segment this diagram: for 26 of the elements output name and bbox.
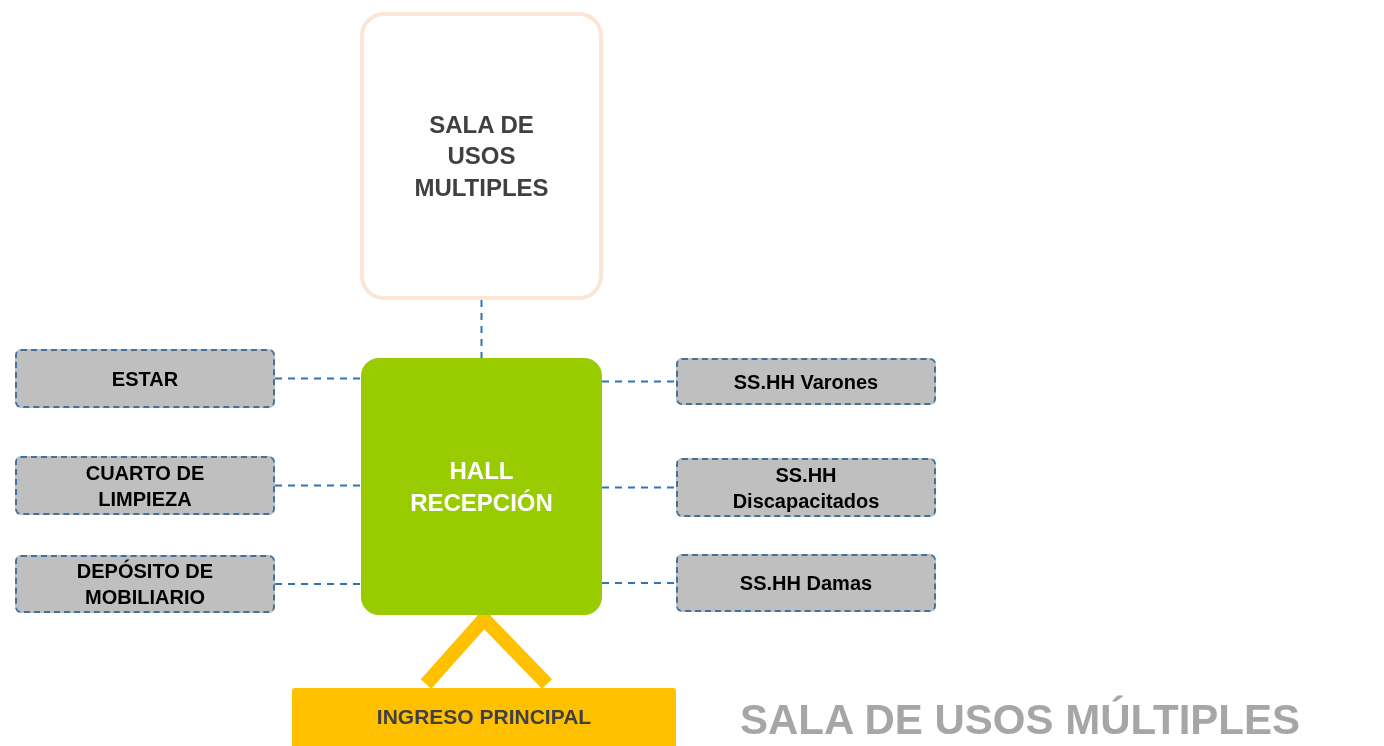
room-label: ESTAR — [111, 366, 179, 392]
room-label: CUARTO DE LIMPIEZA — [84, 460, 206, 512]
room-label: INGRESO PRINCIPAL — [376, 704, 592, 731]
connector-line — [601, 380, 677, 383]
room-box — [676, 358, 936, 405]
room-label: SS.HH Varones — [733, 369, 879, 395]
room-label: SS.HH Discapacitados — [731, 462, 881, 514]
connector-line — [274, 484, 362, 487]
room-label: SS.HH Damas — [739, 571, 873, 596]
room-box — [15, 349, 275, 408]
connector-line — [274, 377, 362, 380]
hall-box — [361, 358, 602, 615]
room-box — [676, 458, 936, 517]
connector-line — [274, 583, 362, 585]
room-box — [15, 555, 275, 613]
connector-line — [601, 582, 677, 584]
connector-line — [601, 486, 677, 489]
diagram-title: SALA DE USOS MÚLTIPLES — [740, 696, 1301, 744]
room-box — [676, 554, 936, 612]
room-label: HALL RECEPCIÓN — [409, 456, 554, 518]
entrance-box — [292, 688, 676, 746]
room-label: DEPÓSITO DE MOBILIARIO — [75, 558, 215, 610]
connector-line — [480, 299, 483, 359]
room-box — [15, 456, 275, 515]
room-label: SALA DE USOS MULTIPLES — [413, 110, 550, 203]
room-box — [360, 12, 603, 300]
